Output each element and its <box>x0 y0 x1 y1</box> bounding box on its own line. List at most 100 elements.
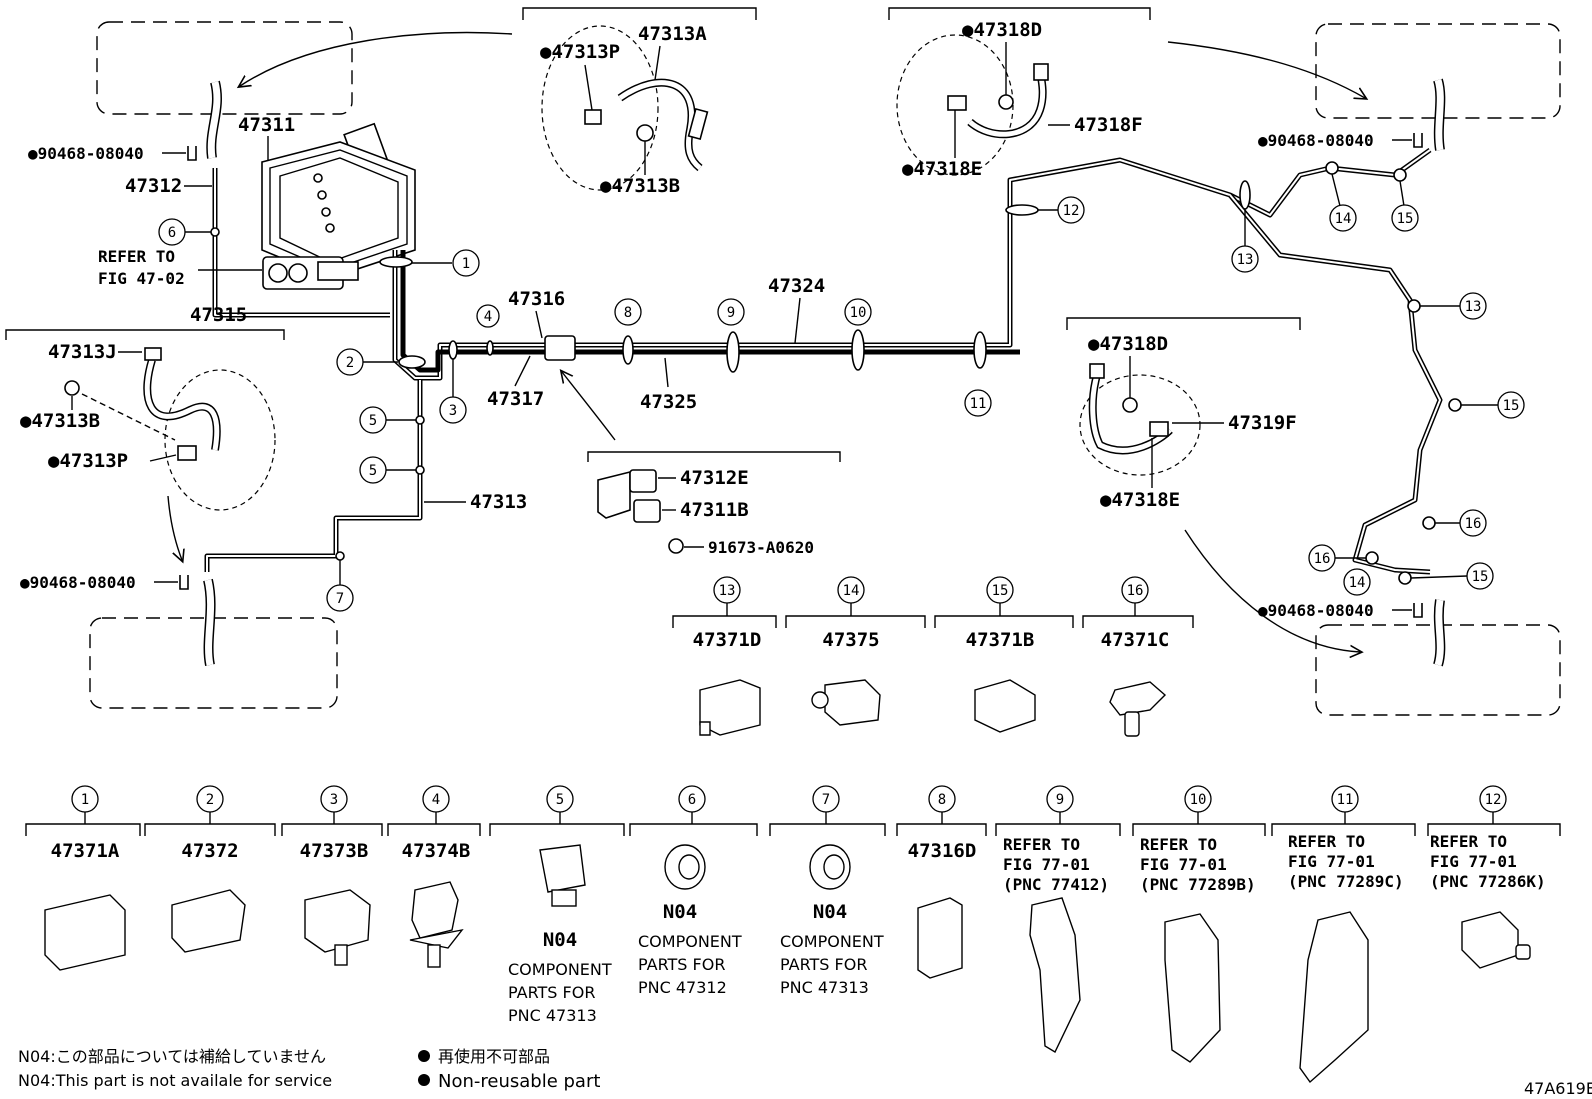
callout-15a: 15 <box>1397 211 1414 227</box>
row2-num-2: 2 <box>206 792 214 808</box>
detail-rrtop-47318F: 47318F <box>1074 114 1143 136</box>
callout-2: 2 <box>346 355 354 371</box>
row2-note-5-1: COMPONENT <box>508 960 612 979</box>
row2-note-7-2: PARTS FOR <box>780 955 867 974</box>
arrow-front-right <box>1167 41 1365 98</box>
row2-refer-11-2: FIG 77-01 <box>1288 852 1375 871</box>
row1-num-13: 13 <box>719 583 736 599</box>
pipe-clip-markers <box>210 161 1462 585</box>
diagram-code: 47A619E <box>1524 1079 1592 1098</box>
row2-refer-12-1: REFER TO <box>1430 832 1507 851</box>
callout-12: 12 <box>1063 203 1080 219</box>
detail-bracket: 47312E 47311B 91673-A0620 <box>597 467 814 557</box>
detail-front-47313B: ●47313B <box>600 175 680 197</box>
row2-note-5-2: PARTS FOR <box>508 983 595 1002</box>
legend-nonreuse-en: Non-reusable part <box>438 1071 600 1092</box>
row2-num-10: 10 <box>1190 792 1207 808</box>
row2-refer-10-1: REFER TO <box>1140 835 1217 854</box>
row2-num-8: 8 <box>938 792 946 808</box>
detail-rrmid-47318E: ●47318E <box>1100 489 1180 511</box>
callout-15c: 15 <box>1472 569 1489 585</box>
callout-16b: 16 <box>1314 551 1331 567</box>
row2-part-4: 47374B <box>402 840 471 862</box>
arrow-bracket <box>562 372 616 441</box>
row2-num-5: 5 <box>556 792 564 808</box>
callout-9: 9 <box>727 305 735 321</box>
arrow-rear-left <box>167 495 182 560</box>
callout-3: 3 <box>449 403 457 419</box>
detail-bracket-front <box>5 7 1301 462</box>
arrow-rear-right <box>1184 529 1360 652</box>
detail-bracket-47311B: 47311B <box>680 499 749 521</box>
callout-13a: 13 <box>1237 252 1254 268</box>
row2-refer-10-3: (PNC 77289B) <box>1140 875 1256 894</box>
detail-left-47313J: 47313J <box>48 341 117 363</box>
row2-note-6-1: COMPONENT <box>638 932 742 951</box>
callout-8: 8 <box>624 305 632 321</box>
row1-num-16: 16 <box>1127 583 1144 599</box>
legend-bullet-jp <box>418 1050 430 1062</box>
callout-circles: 1 2 3 4 5 5 6 7 8 9 10 11 12 13 13 14 15… <box>158 173 1525 612</box>
row2-note-7-3: PNC 47313 <box>780 978 869 997</box>
legend-bullet-en <box>418 1074 430 1086</box>
row2-note-5-3: PNC 47313 <box>508 1006 597 1025</box>
front-left-wheel-box <box>96 21 353 115</box>
refer-line-1: REFER TO <box>98 247 175 266</box>
label-47316: 47316 <box>508 288 565 310</box>
clip-90468-rr: ●90468-08040 <box>1258 601 1374 620</box>
main-labels: 47311 47312 REFER TO FIG 47-02 47315 473… <box>98 114 825 513</box>
detail-rrtop-47318D: ●47318D <box>962 19 1042 41</box>
callout-13b: 13 <box>1465 299 1482 315</box>
label-47317: 47317 <box>487 388 544 410</box>
row2-part-5: N04 <box>543 929 577 951</box>
label-47325: 47325 <box>640 391 697 413</box>
clip-90468-fl: ●90468-08040 <box>28 144 144 163</box>
row1-part-13: 47371D <box>693 629 762 651</box>
row2-refer-11-1: REFER TO <box>1288 832 1365 851</box>
refer-line-2: FIG 47-02 <box>98 269 185 288</box>
row2-refer-9-1: REFER TO <box>1003 835 1080 854</box>
detail-left-47313B: ●47313B <box>20 410 100 432</box>
legend-n04-en: N04:This part is not availale for servic… <box>18 1071 332 1090</box>
detail-rrmid-47318D: ●47318D <box>1088 333 1168 355</box>
callout-14b: 14 <box>1349 575 1366 591</box>
legend-nonreuse-jp: 再使用不可部品 <box>438 1047 550 1066</box>
row1-part-16: 47371C <box>1101 629 1170 651</box>
callout-10: 10 <box>850 305 867 321</box>
row2-refer-11-3: (PNC 77289C) <box>1288 872 1404 891</box>
detail-rr-mid-hose: ●47318D 47319F ●47318E <box>1079 333 1297 511</box>
callout-14a: 14 <box>1335 211 1352 227</box>
row1-part-14: 47375 <box>822 629 879 651</box>
row2-num-4: 4 <box>432 792 440 808</box>
legend: N04:この部品については補給していません N04:This part is n… <box>18 1047 1592 1098</box>
clip-90468-labels: ●90468-08040 ●90468-08040 ●90468-08040 ●… <box>20 131 1423 620</box>
callout-7: 7 <box>336 591 344 607</box>
callout-5b: 5 <box>369 463 377 479</box>
row2-refer-10-2: FIG 77-01 <box>1140 855 1227 874</box>
row2-part-6: N04 <box>663 901 697 923</box>
label-47313: 47313 <box>470 491 527 513</box>
clip-row-1: 13 47371D 14 47375 15 47371B 16 47371C <box>672 576 1194 737</box>
row2-note-6-3: PNC 47312 <box>638 978 727 997</box>
row2-num-3: 3 <box>330 792 338 808</box>
row2-part-8: 47316D <box>908 840 977 862</box>
label-47324: 47324 <box>768 275 825 297</box>
row2-note-6-2: PARTS FOR <box>638 955 725 974</box>
detail-left-47313P: ●47313P <box>48 450 128 472</box>
row2-num-12: 12 <box>1485 792 1502 808</box>
detail-front-hose: 47313A ●47313P ●47313B <box>540 23 709 197</box>
detail-bracket-bolt: 91673-A0620 <box>708 538 814 557</box>
row2-refer-9-2: FIG 77-01 <box>1003 855 1090 874</box>
front-right-wheel-box <box>1315 23 1561 119</box>
row2-num-9: 9 <box>1056 792 1064 808</box>
detail-left-hose: 47313J ●47313B ●47313P <box>20 341 276 511</box>
callout-6: 6 <box>168 225 176 241</box>
detail-rrmid-47319F: 47319F <box>1228 412 1297 434</box>
row2-part-7: N04 <box>813 901 847 923</box>
row2-note-7-1: COMPONENT <box>780 932 884 951</box>
callout-4: 4 <box>484 309 492 325</box>
row2-part-3: 47373B <box>300 840 369 862</box>
callout-5a: 5 <box>369 413 377 429</box>
row1-num-14: 14 <box>843 583 860 599</box>
